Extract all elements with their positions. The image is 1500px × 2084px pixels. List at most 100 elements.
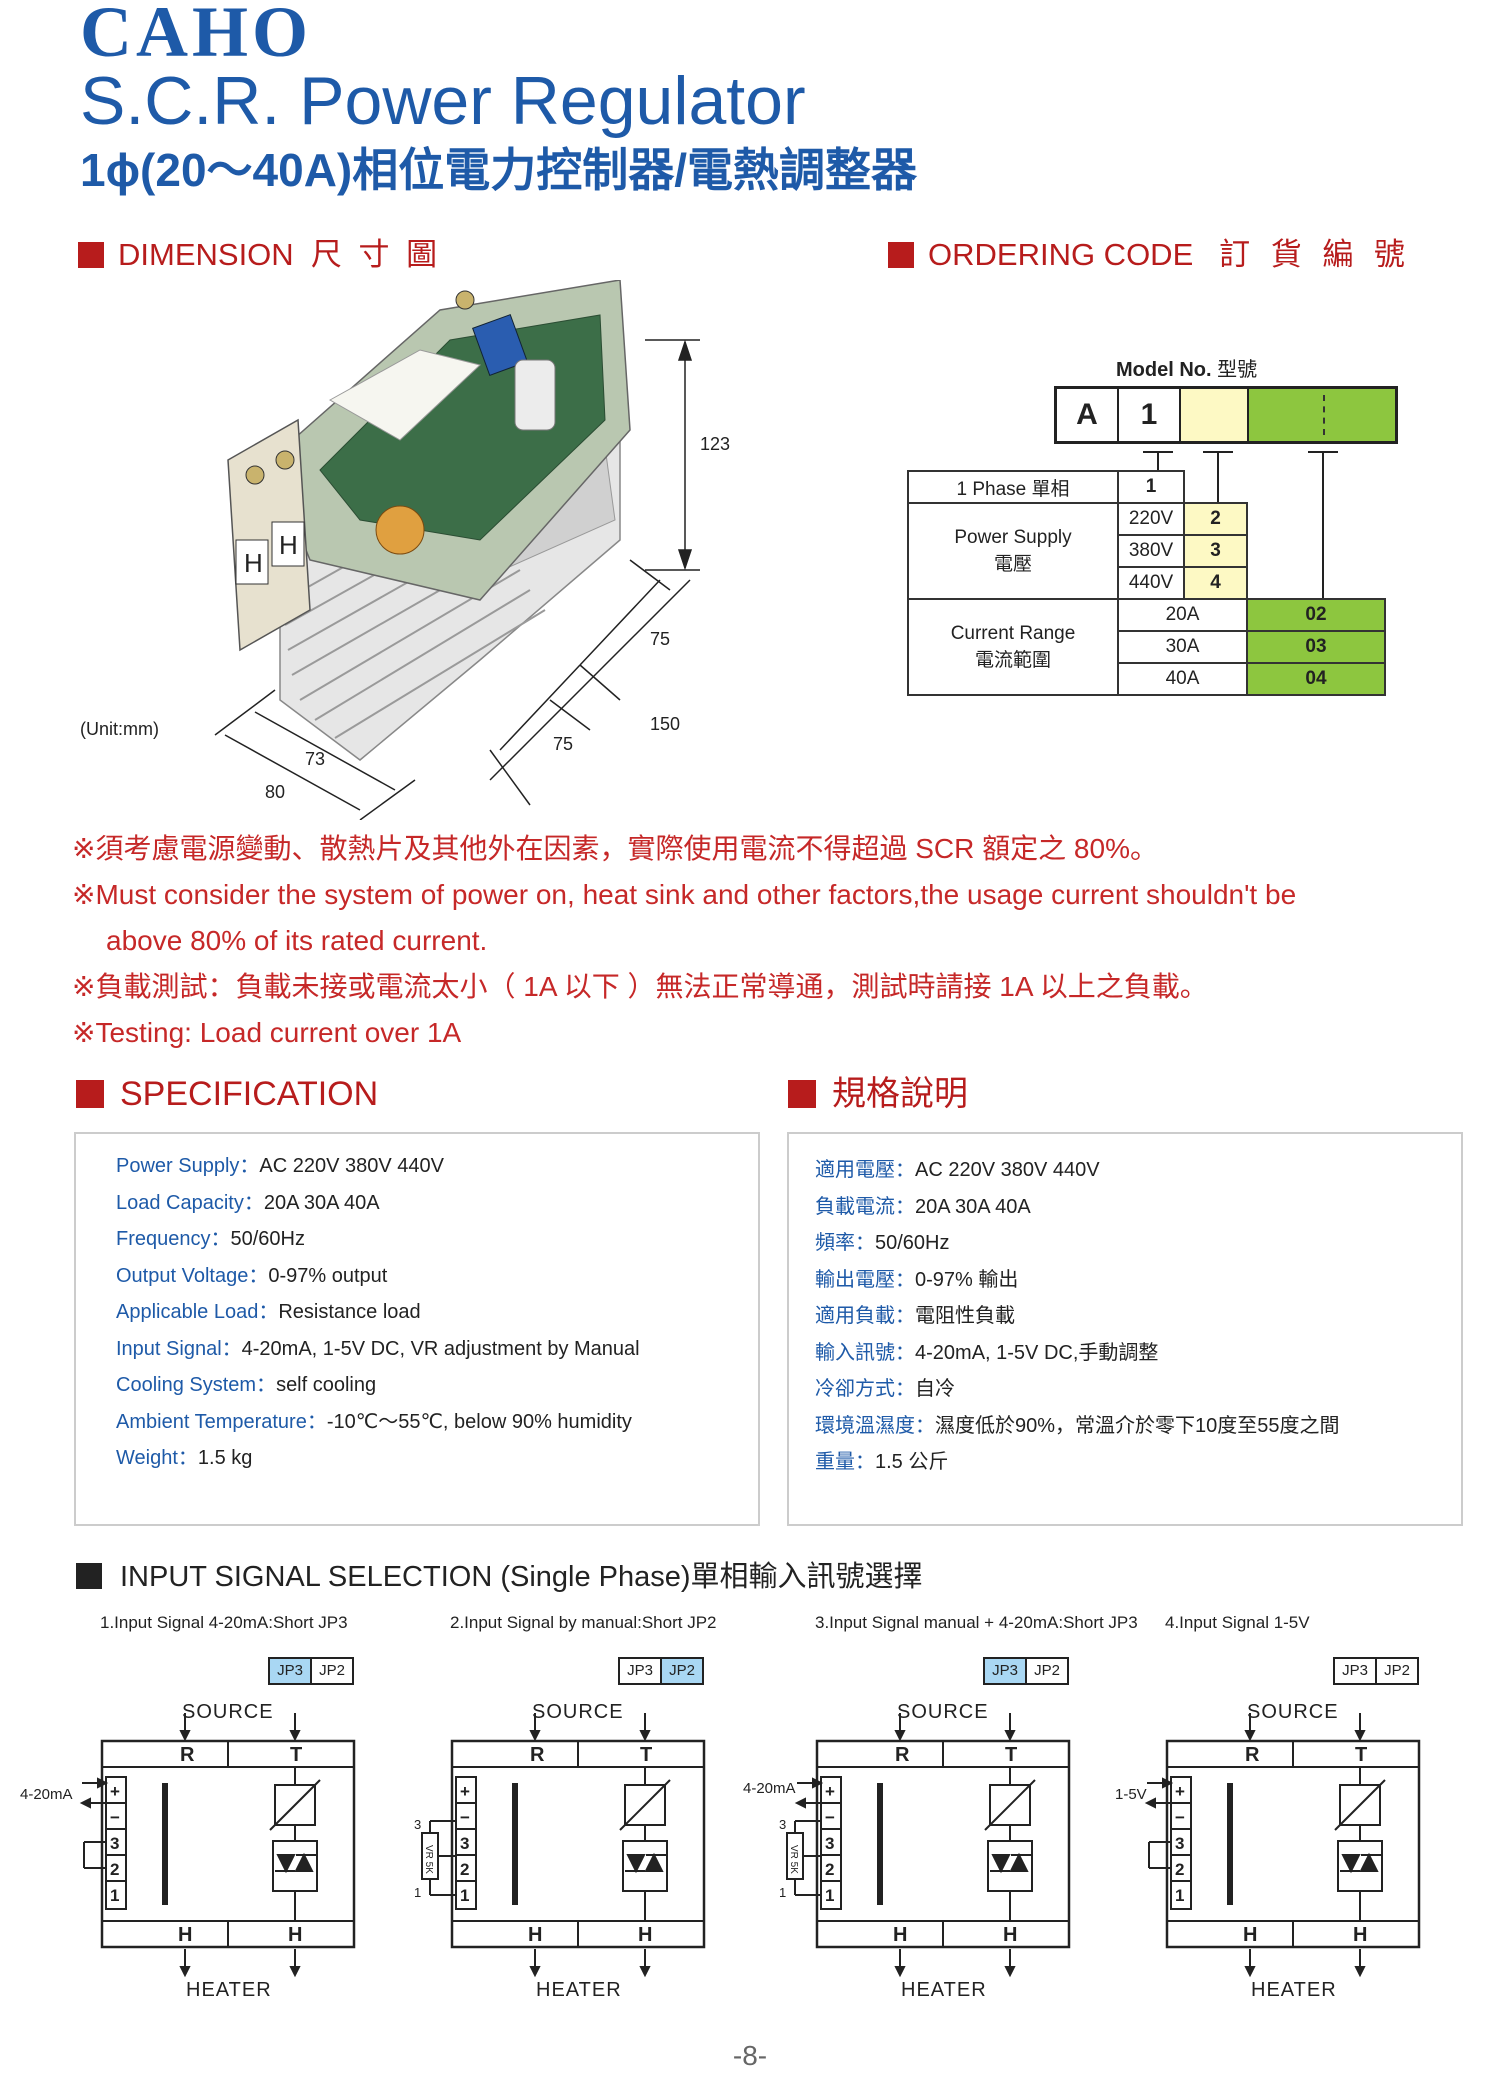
phase-label: 1 Phase 單相 — [907, 470, 1119, 504]
power-code-4: 4 — [1183, 566, 1248, 600]
spec-value: -10℃～55℃, below 90% humidity — [326, 1410, 632, 1433]
spec-row: 輸出電壓：0-97% 輸出 — [815, 1262, 1461, 1299]
dimension-heading-zh: 尺 寸 圖 — [310, 237, 442, 272]
dim-height — [645, 339, 700, 571]
current-range-text: Current Range — [950, 622, 1076, 644]
pin-3: 3 — [825, 1834, 834, 1853]
brand-logo: CAHO — [80, 0, 312, 58]
jumper-jp3: JP3 — [270, 1659, 312, 1683]
wiring-diagram: 1.Input Signal 4-20mA:Short JP3 JP3 JP2 … — [20, 1605, 390, 2005]
spec-value: 50/60Hz — [230, 1228, 306, 1250]
spec-row: Output Voltage：0-97% output — [116, 1258, 758, 1295]
signal-label: 4-20mA — [20, 1786, 73, 1803]
jumper-jp2: JP2 — [662, 1659, 702, 1683]
pin-2: 2 — [460, 1860, 469, 1879]
model-box-current — [1249, 389, 1395, 441]
spec-row: Applicable Load：Resistance load — [116, 1294, 758, 1331]
jumper-selector: JP3 JP2 — [983, 1657, 1069, 1685]
current-20a: 20A — [1117, 598, 1248, 632]
pin-plus: + — [110, 1782, 120, 1801]
power-supply-text: Power Supply — [954, 526, 1072, 548]
spec-value: 50/60Hz — [875, 1232, 950, 1254]
square-bullet-icon — [76, 1080, 104, 1108]
note-2b: above 80% of its rated current. — [106, 925, 488, 956]
spec-value: 濕度低於90%，常溫介於零下10度至55度之間 — [935, 1414, 1340, 1437]
spec-value: 自冷 — [915, 1378, 955, 1400]
dimension-heading: DIMENSION 尺 寸 圖 — [78, 235, 441, 275]
coil — [375, 505, 425, 555]
phase-code: 1 — [1117, 470, 1185, 504]
vr-pin-1: 1 — [779, 1885, 786, 1900]
specification-zh-heading: 規格說明 — [788, 1072, 968, 1116]
vr-label: VR 5K — [788, 1845, 799, 1874]
spec-key: Cooling System： — [116, 1374, 277, 1396]
current-code-02: 02 — [1246, 598, 1386, 632]
pin-2: 2 — [825, 1860, 834, 1879]
pin-3: 3 — [110, 1834, 119, 1853]
heater-label: HEATER — [536, 1979, 622, 2001]
potentiometer — [472, 314, 528, 376]
power-code-3: 3 — [1183, 534, 1248, 568]
spec-row: Input Signal：4-20mA, 1-5V DC, VR adjustm… — [116, 1331, 758, 1368]
pin-2: 2 — [110, 1860, 119, 1879]
spec-key: Power Supply： — [116, 1155, 260, 1177]
spec-key: Weight： — [116, 1447, 198, 1469]
jumper-jp3: JP3 — [1335, 1659, 1377, 1683]
terminal-h2-label: H — [279, 530, 298, 560]
dimension-heading-text: DIMENSION — [118, 237, 294, 272]
screw-terminal — [455, 290, 475, 310]
diagram-caption: 3.Input Signal manual + 4-20mA:Short JP3 — [815, 1613, 1138, 1632]
screw-terminal — [275, 450, 295, 470]
spec-row: Frequency：50/60Hz — [116, 1221, 758, 1258]
pin-minus: − — [110, 1808, 120, 1827]
pin-2: 2 — [1175, 1860, 1184, 1879]
diagram-caption: 4.Input Signal 1-5V — [1165, 1613, 1310, 1632]
source-label: SOURCE — [897, 1701, 989, 1723]
pin-1: 1 — [460, 1886, 469, 1905]
terminal-h1: H — [893, 1924, 907, 1946]
input-signal-heading-text: INPUT SIGNAL SELECTION (Single Phase)單相輸… — [120, 1561, 923, 1593]
spec-key: 環境溫濕度： — [815, 1414, 935, 1437]
terminal-t: T — [1355, 1744, 1367, 1766]
pin-1: 1 — [110, 1886, 119, 1905]
model-box-1: 1 — [1119, 389, 1181, 441]
terminal-t: T — [1005, 1744, 1017, 1766]
model-box-a: A — [1057, 389, 1119, 441]
jumper-selector: JP3 JP2 — [1333, 1657, 1419, 1685]
terminal-h1-box — [235, 539, 269, 585]
spec-value: 4-20mA, 1-5V DC, VR adjustment by Manual — [241, 1337, 640, 1360]
page-number: -8- — [732, 2040, 768, 2071]
vr-pin-3: 3 — [779, 1817, 786, 1832]
dimension-drawing: H H 123 75 75 150 73 80 — [214, 280, 730, 820]
dim-depth-half-1: 75 — [650, 629, 670, 649]
spec-value: Resistance load — [278, 1301, 421, 1323]
spec-key: 適用負載： — [815, 1305, 915, 1327]
terminal-r: R — [530, 1744, 545, 1766]
spec-key: 冷卻方式： — [815, 1378, 915, 1400]
terminal-h2: H — [1353, 1924, 1367, 1946]
diagram-caption: 1.Input Signal 4-20mA:Short JP3 — [100, 1613, 348, 1632]
terminal-h2: H — [288, 1924, 302, 1946]
spec-row: Cooling System：self cooling — [116, 1367, 758, 1404]
spec-value: AC 220V 380V 440V — [915, 1159, 1100, 1181]
dim-width-outer: 80 — [265, 782, 285, 802]
terminal-h1: H — [1243, 1924, 1257, 1946]
note-1: ※須考慮電源變動、散熱片及其他外在因素，實際使用電流不得超過 SCR 額定之 8… — [72, 833, 1158, 864]
spec-key: Output Voltage： — [116, 1264, 269, 1287]
model-no-zh: 型號 — [1217, 359, 1258, 381]
dim-depth — [489, 559, 691, 806]
page-title: S.C.R. Power Regulator — [80, 63, 806, 139]
power-voltage-440: 440V — [1117, 566, 1185, 600]
heater-label: HEATER — [186, 1979, 272, 2001]
power-code-2: 2 — [1183, 502, 1248, 536]
product-label — [328, 349, 482, 441]
terminal-h2: H — [1003, 1924, 1017, 1946]
square-bullet-icon — [888, 242, 914, 268]
spec-value: self cooling — [276, 1374, 377, 1396]
